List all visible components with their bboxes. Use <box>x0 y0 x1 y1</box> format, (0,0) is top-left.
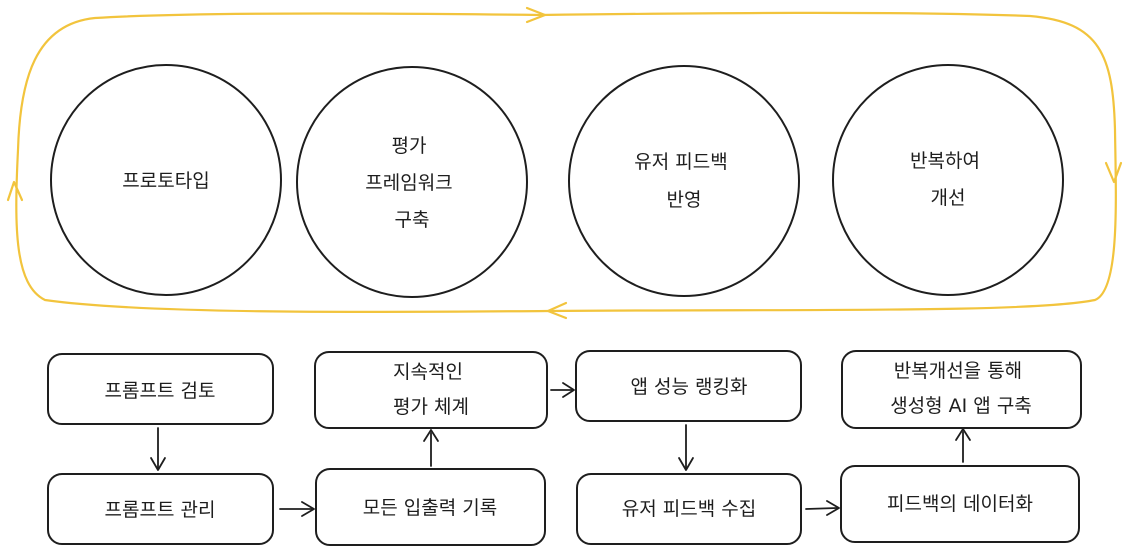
stage-label: 프로토타입 <box>122 170 209 192</box>
box-label: 피드백의 데이터화 <box>887 493 1033 515</box>
arrow-logging-to-eval <box>423 429 439 467</box>
box-io-logging: 모든 입출력 기록 <box>315 468 546 546</box>
box-prompt-management: 프롬프트 관리 <box>47 473 274 545</box>
box-label: 반복개선을 통해 생성형 AI 앱 구축 <box>890 360 1032 417</box>
stage-label: 반복하여 개선 <box>910 150 986 209</box>
box-app-ranking: 앱 성능 랭킹화 <box>575 350 802 422</box>
iteration-loop-path <box>15 11 1117 314</box>
box-genai-app: 반복개선을 통해 생성형 AI 앱 구축 <box>841 350 1082 429</box>
stage-circle-user-feedback: 유저 피드백 반영 <box>568 65 800 297</box>
loop-arrowhead-left <box>6 180 24 202</box>
loop-arrowhead-bottom <box>546 301 568 320</box>
stage-circle-iterate: 반복하여 개선 <box>832 64 1064 296</box>
arrow-collection-to-feedback-data <box>805 500 840 516</box>
box-label: 지속적인 평가 체계 <box>393 361 469 418</box>
stage-label: 유저 피드백 반영 <box>634 151 734 211</box>
box-label: 유저 피드백 수집 <box>622 498 756 520</box>
arrow-ranking-to-collection <box>678 424 694 471</box>
arrow-feedback-data-to-genai <box>955 428 971 463</box>
box-label: 모든 입출력 기록 <box>363 497 497 519</box>
box-feedback-data: 피드백의 데이터화 <box>840 465 1080 543</box>
box-feedback-collection: 유저 피드백 수집 <box>576 473 802 545</box>
arrow-eval-to-ranking <box>550 382 575 398</box>
arrow-review-to-management <box>150 427 166 471</box>
stage-label: 평가 프레임워크 구축 <box>365 135 458 231</box>
stage-circle-eval-framework: 평가 프레임워크 구축 <box>296 66 528 298</box>
loop-arrowhead-top <box>525 6 547 24</box>
iteration-loop <box>6 6 1123 320</box>
box-label: 프롬프트 관리 <box>105 499 216 521</box>
loop-arrowhead-right <box>1104 161 1123 184</box>
box-label: 앱 성능 랭킹화 <box>631 376 748 398</box>
arrow-management-to-logging <box>279 501 315 517</box>
stage-circle-prototype: 프로토타입 <box>50 64 282 296</box>
box-prompt-review: 프롬프트 검토 <box>47 353 274 425</box>
box-continuous-eval: 지속적인 평가 체계 <box>314 351 548 429</box>
box-label: 프롬프트 검토 <box>105 380 216 402</box>
